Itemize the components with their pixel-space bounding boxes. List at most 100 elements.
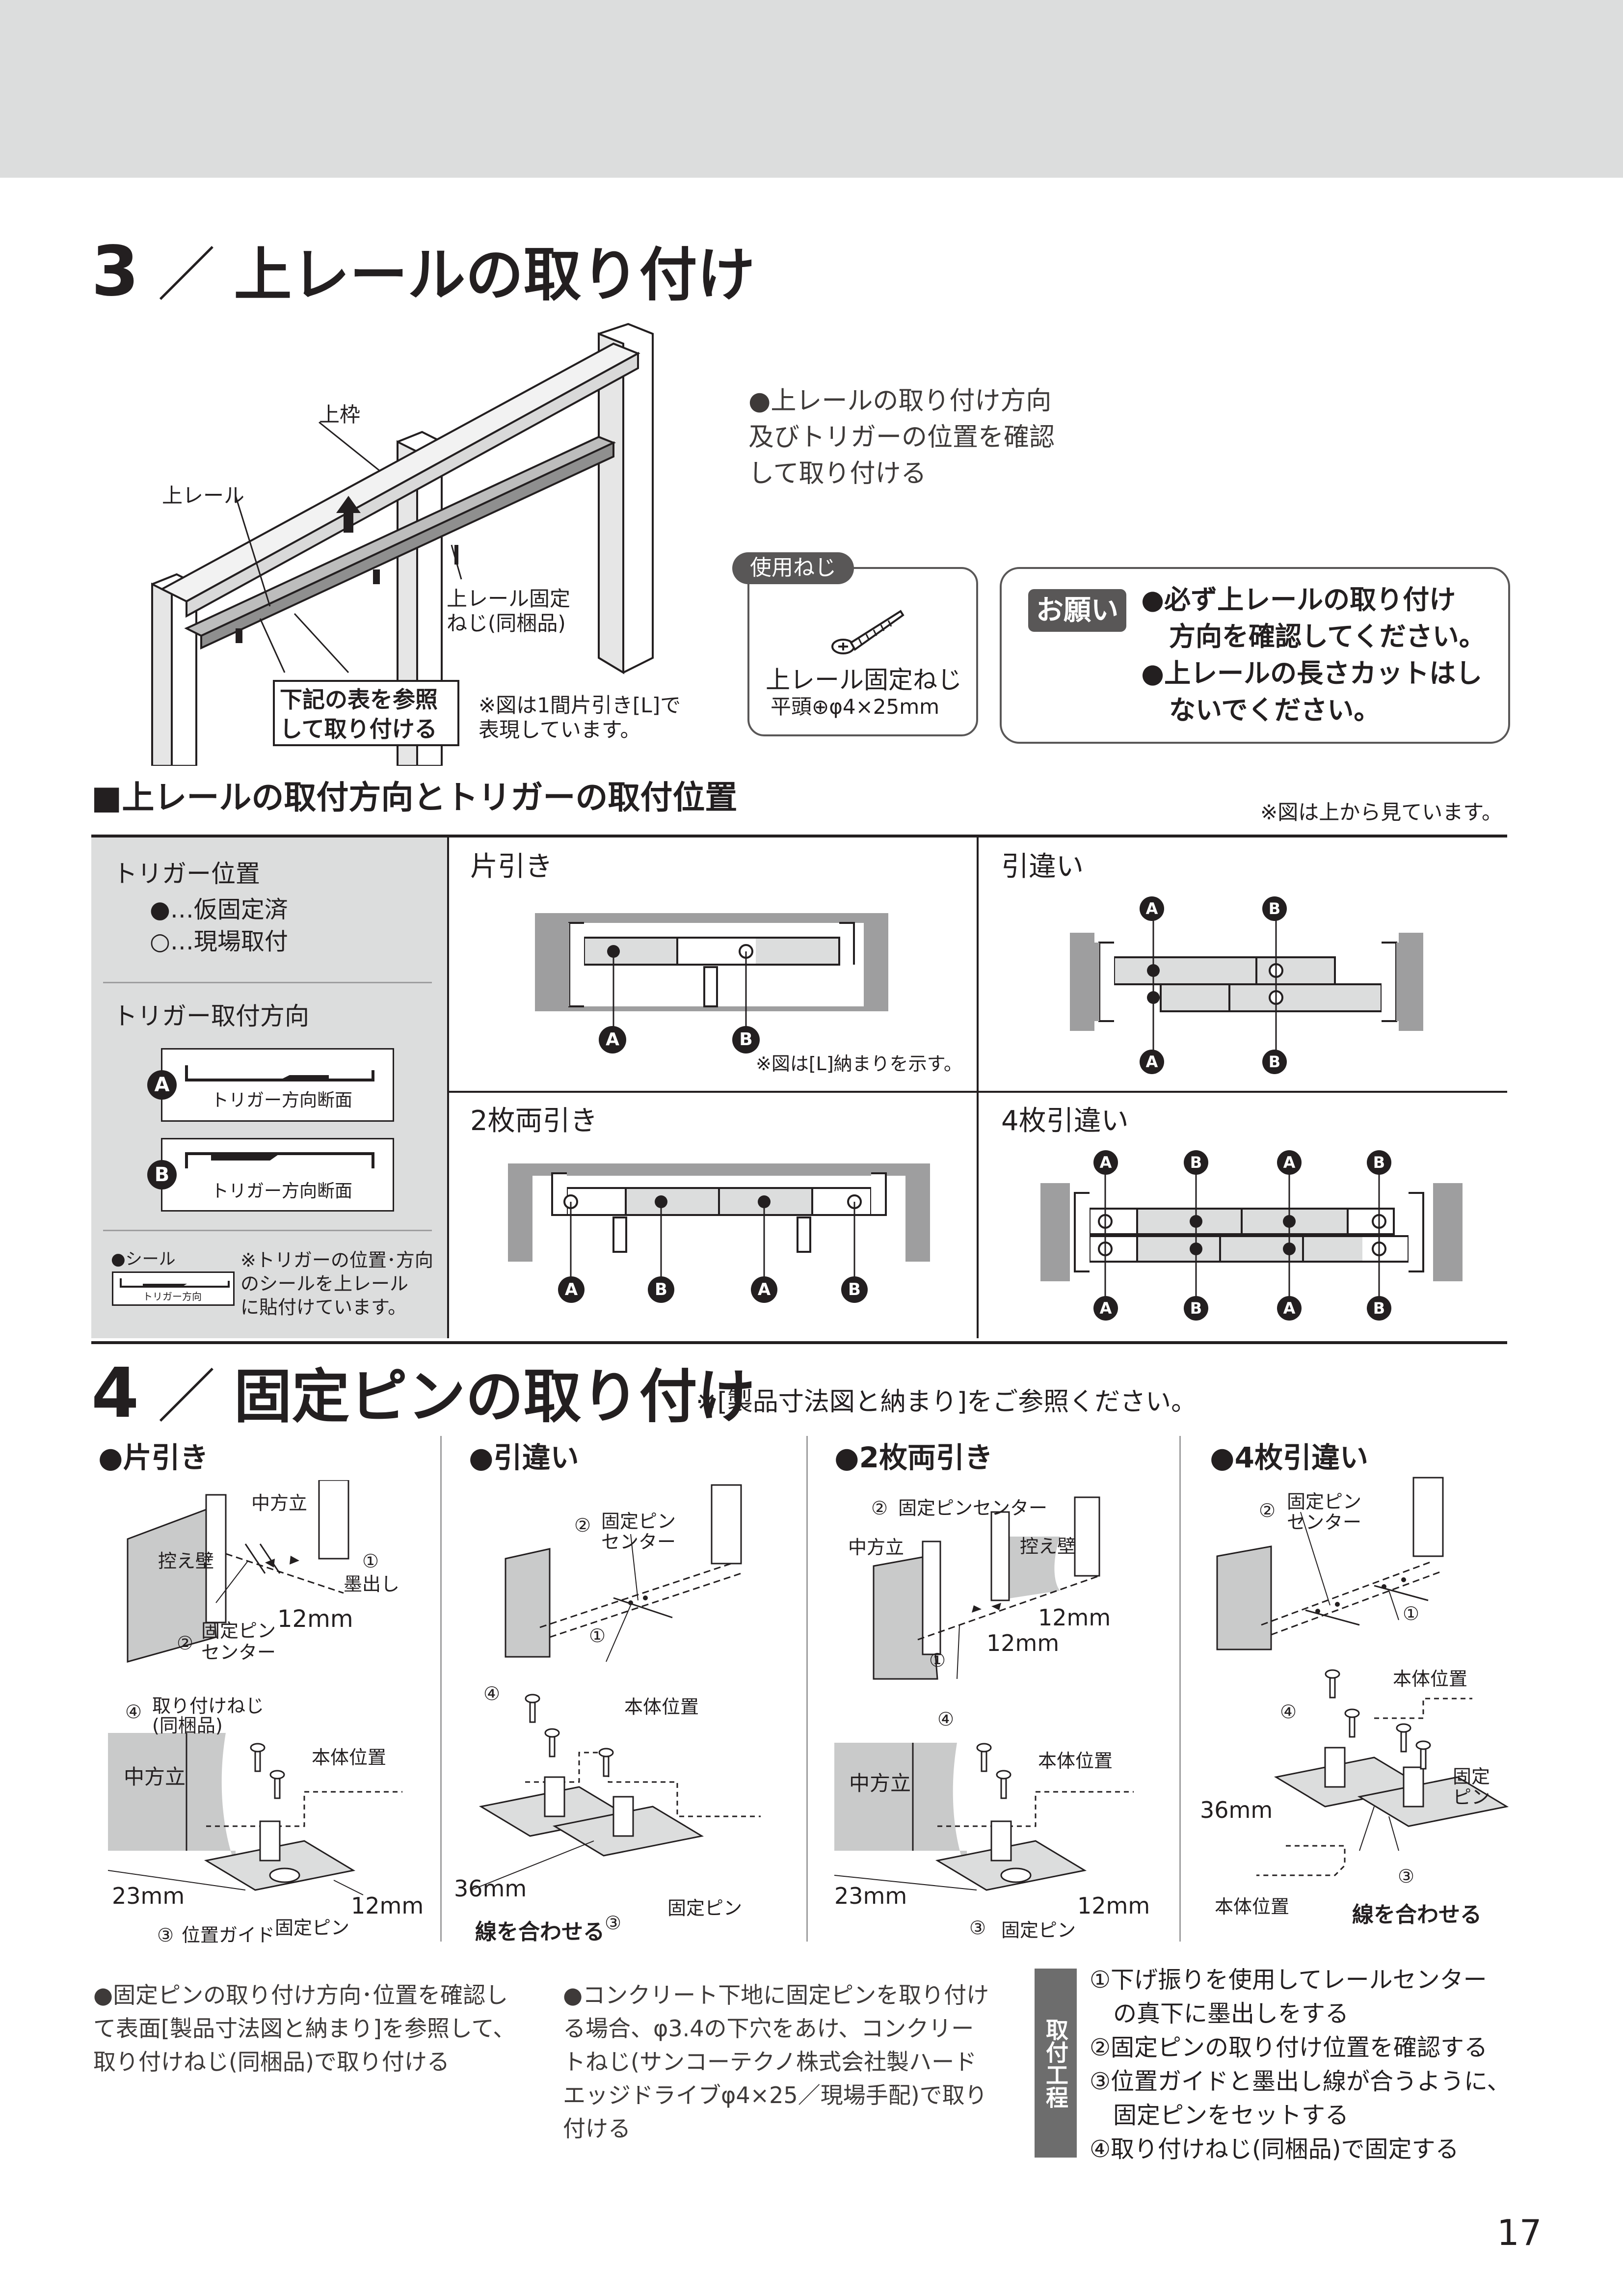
screw-box xyxy=(747,567,978,736)
direction-box-a xyxy=(161,1048,394,1122)
col1-upper-l2: 控え壁 xyxy=(158,1550,214,1572)
top-rail-illustration xyxy=(151,323,654,766)
section3-number: 3 xyxy=(91,232,139,312)
col2-lower-diagram xyxy=(471,1694,761,1891)
label-rail-screw: 上レール固定 ねじ(同梱品) xyxy=(447,587,571,636)
step-4: ④取り付けねじ(同梱品)で固定する xyxy=(1090,2135,1459,2163)
yonmai-mark-top-2: B xyxy=(1184,1150,1208,1175)
col4-upper-l1: ② xyxy=(1259,1500,1276,1521)
screw-icon xyxy=(831,610,905,654)
yonmai-mark-bottom-3: A xyxy=(1277,1296,1302,1321)
step-1b: の真下に墨出しをする xyxy=(1090,2000,1349,2027)
request-badge: お願い xyxy=(1028,589,1126,632)
col4-upper-l1b: 固定ピン センター xyxy=(1287,1491,1362,1533)
col1-upper-l4: ② xyxy=(177,1632,194,1654)
col4-lower-diagram xyxy=(1256,1669,1509,1876)
col1-upper-l1: 中方立 xyxy=(251,1492,308,1514)
katabiki-mark-a: A xyxy=(599,1026,626,1053)
trigger-section-b-icon xyxy=(185,1152,374,1168)
legend-open-dot: ○…現場取付 xyxy=(150,928,288,955)
col2-lower-d1: 36mm xyxy=(454,1875,527,1902)
col1-lower-l5: 固定ピン xyxy=(275,1917,350,1939)
panel-title-hikichigai: 引違い xyxy=(1001,851,1084,883)
trigger-section-a-icon xyxy=(185,1065,374,1081)
step-3a: ③位置ガイドと墨出し線が合うように、 xyxy=(1090,2068,1511,2095)
col4-lower-l2: ④ xyxy=(1280,1701,1297,1723)
process-tab: 取付工程 xyxy=(1035,1969,1077,2158)
section4-note: ※[製品寸法図と納まり]をご参照ください。 xyxy=(696,1387,1197,1417)
panel-title-ryobiki: 2枚両引き xyxy=(470,1105,598,1137)
col2-upper-l1b: 固定ピン センター xyxy=(601,1511,676,1553)
col4-lower-l4: ③ xyxy=(1398,1865,1415,1887)
ryobiki-mark-3: A xyxy=(751,1276,777,1303)
request-line4: ないでください。 xyxy=(1169,695,1381,726)
col2-lower-l2: 本体位置 xyxy=(624,1696,699,1718)
screw-tag: 使用ねじ xyxy=(732,552,854,584)
col3-upper-d2: 12mm xyxy=(986,1630,1060,1656)
label-table-reference: 下記の表を参照 して取り付ける xyxy=(273,680,459,746)
step-3b: 固定ピンをセットする xyxy=(1090,2102,1349,2129)
request-box xyxy=(1000,567,1510,744)
section4-heading: 4 ／ 固定ピンの取り付け xyxy=(91,1353,755,1433)
seal-icon: トリガー方向 xyxy=(112,1271,235,1306)
section3-heading: 3 ／ 上レールの取り付け xyxy=(91,232,755,312)
col4-lower-d1: 36mm xyxy=(1200,1797,1273,1823)
table-note-top: ※図は上から見ています。 xyxy=(1260,800,1502,824)
hikichigai-mark-b-top: B xyxy=(1262,896,1287,921)
section-label-a: トリガー方向断面 xyxy=(211,1090,353,1110)
trigger-direction-title: トリガー取付方向 xyxy=(113,1002,309,1030)
col2-upper-diagram xyxy=(505,1484,742,1662)
hikichigai-mark-b-bottom: B xyxy=(1262,1050,1287,1074)
col4-lower-l5: 本体位置 xyxy=(1215,1896,1290,1918)
col1-upper-l3b: 墨出し xyxy=(344,1573,400,1595)
seal-note: ※トリガーの位置･方向 のシールを上レール に貼付けています。 xyxy=(240,1249,433,1318)
seal-small-text: トリガー方向 xyxy=(143,1291,202,1302)
col2-title: ●引違い xyxy=(469,1441,579,1474)
col4-lower-l1: 本体位置 xyxy=(1393,1668,1468,1690)
col1-lower-d2: 12mm xyxy=(351,1892,424,1919)
panel-title-yonmai: 4枚引違い xyxy=(1001,1105,1129,1137)
yonmai-diagram xyxy=(1040,1163,1463,1306)
col3-title: ●2枚両引き xyxy=(834,1441,993,1474)
col3-upper-l2: 中方立 xyxy=(848,1537,905,1558)
hikichigai-mark-a-bottom: A xyxy=(1140,1050,1164,1074)
yonmai-mark-top-3: A xyxy=(1277,1150,1302,1175)
ryobiki-mark-1: A xyxy=(558,1276,585,1303)
screw-spec: 平頭⊕φ4×25mm xyxy=(771,695,940,719)
col3-lower-diagram xyxy=(834,1743,1134,1891)
col2-lower-l4: 固定ピン xyxy=(667,1897,743,1919)
col3-upper-l1b: 固定ピンセンター xyxy=(898,1497,1048,1519)
section4-number: 4 xyxy=(91,1353,139,1433)
col1-title: ●片引き xyxy=(98,1441,209,1474)
section3-instruction: ●上レールの取り付け方向 及びトリガーの位置を確認 して取り付ける xyxy=(748,386,1055,488)
diagram-note: ※図は1間片引き[L]で 表現しています。 xyxy=(479,693,681,742)
panel-title-katabiki: 片引き xyxy=(470,851,553,883)
col3-lower-l3: 本体位置 xyxy=(1038,1750,1113,1772)
col4-upper-l2: ① xyxy=(1403,1603,1420,1624)
ryobiki-mark-2: B xyxy=(648,1276,674,1303)
katabiki-diagram xyxy=(535,913,888,1038)
note-left: ●固定ピンの取り付け方向･位置を確認して表面[製品寸法図と納まり]を参照して、取… xyxy=(93,1982,516,2075)
request-line3: ●上レールの長さカットはし xyxy=(1141,658,1483,689)
col4-upper-diagram xyxy=(1216,1477,1444,1650)
col3-upper-d1: 12mm xyxy=(1038,1604,1111,1631)
hikichigai-mark-a-top: A xyxy=(1140,896,1164,921)
step-2: ②固定ピンの取り付け位置を確認する xyxy=(1090,2034,1488,2061)
col2-lower-l3n: ③ xyxy=(605,1912,622,1934)
label-top-rail: 上レール xyxy=(162,484,245,508)
col4-lower-l3: 固定 ピン xyxy=(1453,1766,1490,1808)
col1-lower-l1: ④ xyxy=(125,1701,142,1723)
ryobiki-mark-4: B xyxy=(841,1276,868,1303)
screw-name: 上レール固定ねじ xyxy=(766,666,962,694)
col1-upper-l4b: 固定ピン センター xyxy=(201,1620,276,1663)
orientation-table xyxy=(91,835,1507,1344)
col3-lower-l2: 中方立 xyxy=(849,1771,911,1795)
section4-title: 固定ピンの取り付け xyxy=(234,1363,755,1431)
col3-lower-d1: 23mm xyxy=(834,1883,907,1909)
col3-upper-l4: ① xyxy=(929,1649,946,1671)
col3-lower-l5: 固定ピン xyxy=(1001,1919,1076,1941)
col1-lower-l1b: 取り付けねじ (同梱品) xyxy=(152,1695,265,1736)
col4-lower-l6: 線を合わせる xyxy=(1352,1902,1482,1927)
yonmai-mark-bottom-2: B xyxy=(1184,1296,1208,1321)
col1-upper-dim: 12mm xyxy=(277,1605,353,1633)
